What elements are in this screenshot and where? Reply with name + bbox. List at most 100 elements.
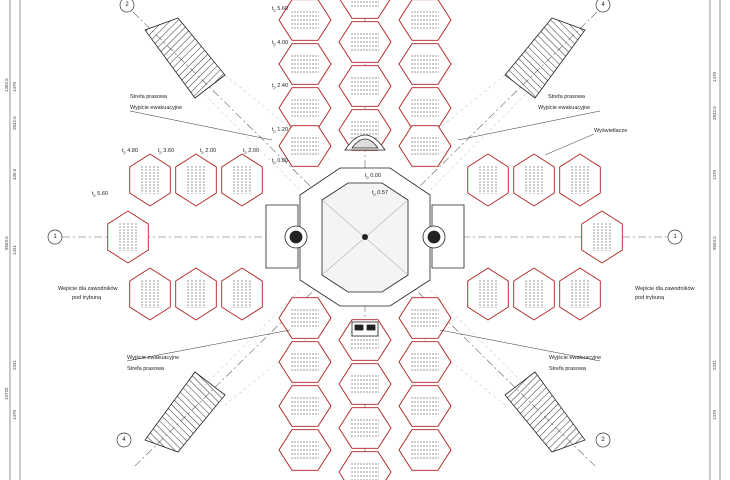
dim-right-0: 1470 bbox=[712, 71, 717, 82]
level-120: tp 1.20 bbox=[272, 127, 288, 134]
seating-module bbox=[278, 297, 332, 339]
seating-module bbox=[467, 267, 509, 321]
seating-module bbox=[175, 267, 217, 321]
seating-module bbox=[559, 153, 601, 207]
level-marks: tp 5.60 tp 4.00 tp 2.40 tp 1.20 tp 0.00 … bbox=[92, 6, 388, 198]
seating-module bbox=[398, 385, 452, 427]
axis-marker-left: 1 bbox=[53, 234, 57, 240]
seating-module bbox=[581, 210, 623, 264]
seating-module bbox=[107, 210, 149, 264]
seating-module bbox=[278, 385, 332, 427]
dim-right-1: 2842.5 bbox=[712, 106, 717, 120]
level-000-top: tp 0.00 bbox=[272, 158, 288, 165]
dim-left-4: 9563.5 bbox=[4, 236, 9, 250]
label-evac-exit-br: Wyjście ewakuacyjne bbox=[549, 355, 601, 361]
seating-module bbox=[278, 429, 332, 471]
seating-module bbox=[278, 43, 332, 85]
seating-module bbox=[398, 0, 452, 41]
level-057-center: tp 0.57 bbox=[372, 190, 388, 197]
level-360: tp 3.60 bbox=[158, 148, 174, 155]
dim-right-3: 9563.5 bbox=[712, 236, 717, 250]
seating-module bbox=[398, 125, 452, 167]
pool-right-inner bbox=[427, 230, 441, 244]
label-athletes-entry-left-2: pod trybuną bbox=[72, 295, 102, 301]
seating-module bbox=[398, 43, 452, 85]
corner-structure-tr bbox=[504, 17, 586, 99]
label-press-zone-tl: Strefa prasowa bbox=[130, 94, 168, 100]
label-scoreboards: Wyświetlacze bbox=[594, 128, 627, 134]
seating-module bbox=[338, 21, 392, 63]
label-athletes-entry-left-1: Wejście dla zawodników bbox=[58, 286, 118, 292]
dim-left-3: 436.5 bbox=[12, 168, 17, 180]
dim-left-8: 1470 bbox=[12, 409, 17, 420]
seating-module bbox=[129, 153, 171, 207]
guide-lines bbox=[199, 74, 531, 406]
seating-module bbox=[175, 153, 217, 207]
axis-marker-right: 1 bbox=[673, 234, 677, 240]
axis-marker-top-right: 4 bbox=[601, 2, 605, 8]
seating-module bbox=[221, 153, 263, 207]
label-press-zone-bl: Strefa prasowa bbox=[127, 366, 165, 372]
dim-left-0: 1362.5 bbox=[4, 78, 9, 92]
label-press-zone-br: Strefa prasowa bbox=[549, 366, 587, 372]
level-200-b: tp 2.00 bbox=[243, 148, 259, 155]
seating-hexagons bbox=[107, 0, 623, 480]
pool-left-inner bbox=[289, 230, 303, 244]
level-240: tp 2.40 bbox=[272, 83, 288, 90]
dim-left-6: 2341 bbox=[12, 359, 17, 370]
seating-module bbox=[467, 153, 509, 207]
corner-structures bbox=[144, 17, 586, 453]
seating-module bbox=[398, 87, 452, 129]
annotations: Strefa prasowa Wyjście ewakuacyjne Stref… bbox=[58, 94, 695, 372]
central-arena bbox=[265, 167, 465, 307]
seating-module bbox=[398, 341, 452, 383]
axis-marker-bottom-right: 2 bbox=[601, 437, 605, 443]
axis-marker-top-left: 2 bbox=[125, 2, 129, 8]
seating-module bbox=[559, 267, 601, 321]
corner-structure-bl bbox=[144, 371, 226, 453]
level-560-top: tp 5.60 bbox=[272, 6, 288, 13]
dim-left-7: 13725 bbox=[4, 387, 9, 400]
label-press-zone-tr: Strefa prasowa bbox=[548, 94, 586, 100]
seating-module bbox=[338, 65, 392, 107]
seating-module bbox=[278, 87, 332, 129]
seating-module bbox=[129, 267, 171, 321]
dim-right-5: 1470 bbox=[712, 409, 717, 420]
dimensions-right: 1470 2842.5 1470 9563.5 2341 1470 bbox=[712, 71, 717, 420]
seating-module bbox=[278, 125, 332, 167]
seating-module bbox=[339, 0, 391, 19]
dim-right-2: 1470 bbox=[712, 169, 717, 180]
axis-marker-bottom-left: 4 bbox=[122, 437, 126, 443]
seating-module bbox=[398, 297, 452, 339]
seating-module bbox=[338, 451, 392, 480]
label-evac-exit-bl: Wyjście ewakuacyjne bbox=[127, 355, 179, 361]
dim-left-2: 2842.5 bbox=[12, 116, 17, 130]
seating-module bbox=[278, 0, 332, 41]
level-400: tp 4.00 bbox=[272, 40, 288, 47]
seating-module bbox=[513, 267, 555, 321]
label-evac-exit-tl: Wyjście ewakuacyjne bbox=[130, 105, 182, 111]
seating-module bbox=[513, 153, 555, 207]
seating-module bbox=[221, 267, 263, 321]
dim-left-5: 1431 bbox=[12, 244, 17, 255]
level-560-west: tp 5.60 bbox=[92, 191, 108, 198]
corner-structure-br bbox=[504, 371, 586, 453]
label-athletes-entry-right-2: pod trybuną bbox=[635, 295, 665, 301]
seating-module bbox=[278, 341, 332, 383]
dim-right-4: 2341 bbox=[712, 359, 717, 370]
label-evac-exit-tr: Wyjście ewakuacyjne bbox=[538, 105, 590, 111]
corner-structure-tl bbox=[144, 17, 226, 99]
sheet-frame bbox=[9, 0, 721, 480]
axis-markers: 2 4 1 1 4 2 bbox=[47, 0, 683, 448]
side-block-left bbox=[265, 204, 299, 269]
label-athletes-entry-right-1: Wejście dla zawodników bbox=[635, 286, 695, 292]
level-480: tp 4.80 bbox=[122, 148, 138, 155]
seating-module bbox=[338, 407, 392, 449]
level-000-center: tp 0.00 bbox=[365, 173, 381, 180]
podium-top-inner bbox=[351, 138, 379, 149]
level-200-a: tp 2.00 bbox=[200, 148, 216, 155]
dimensions-left: 1362.5 1470 2842.5 436.5 9563.5 1431 234… bbox=[4, 78, 17, 420]
seating-module bbox=[398, 429, 452, 471]
dim-left-1: 1470 bbox=[12, 81, 17, 92]
